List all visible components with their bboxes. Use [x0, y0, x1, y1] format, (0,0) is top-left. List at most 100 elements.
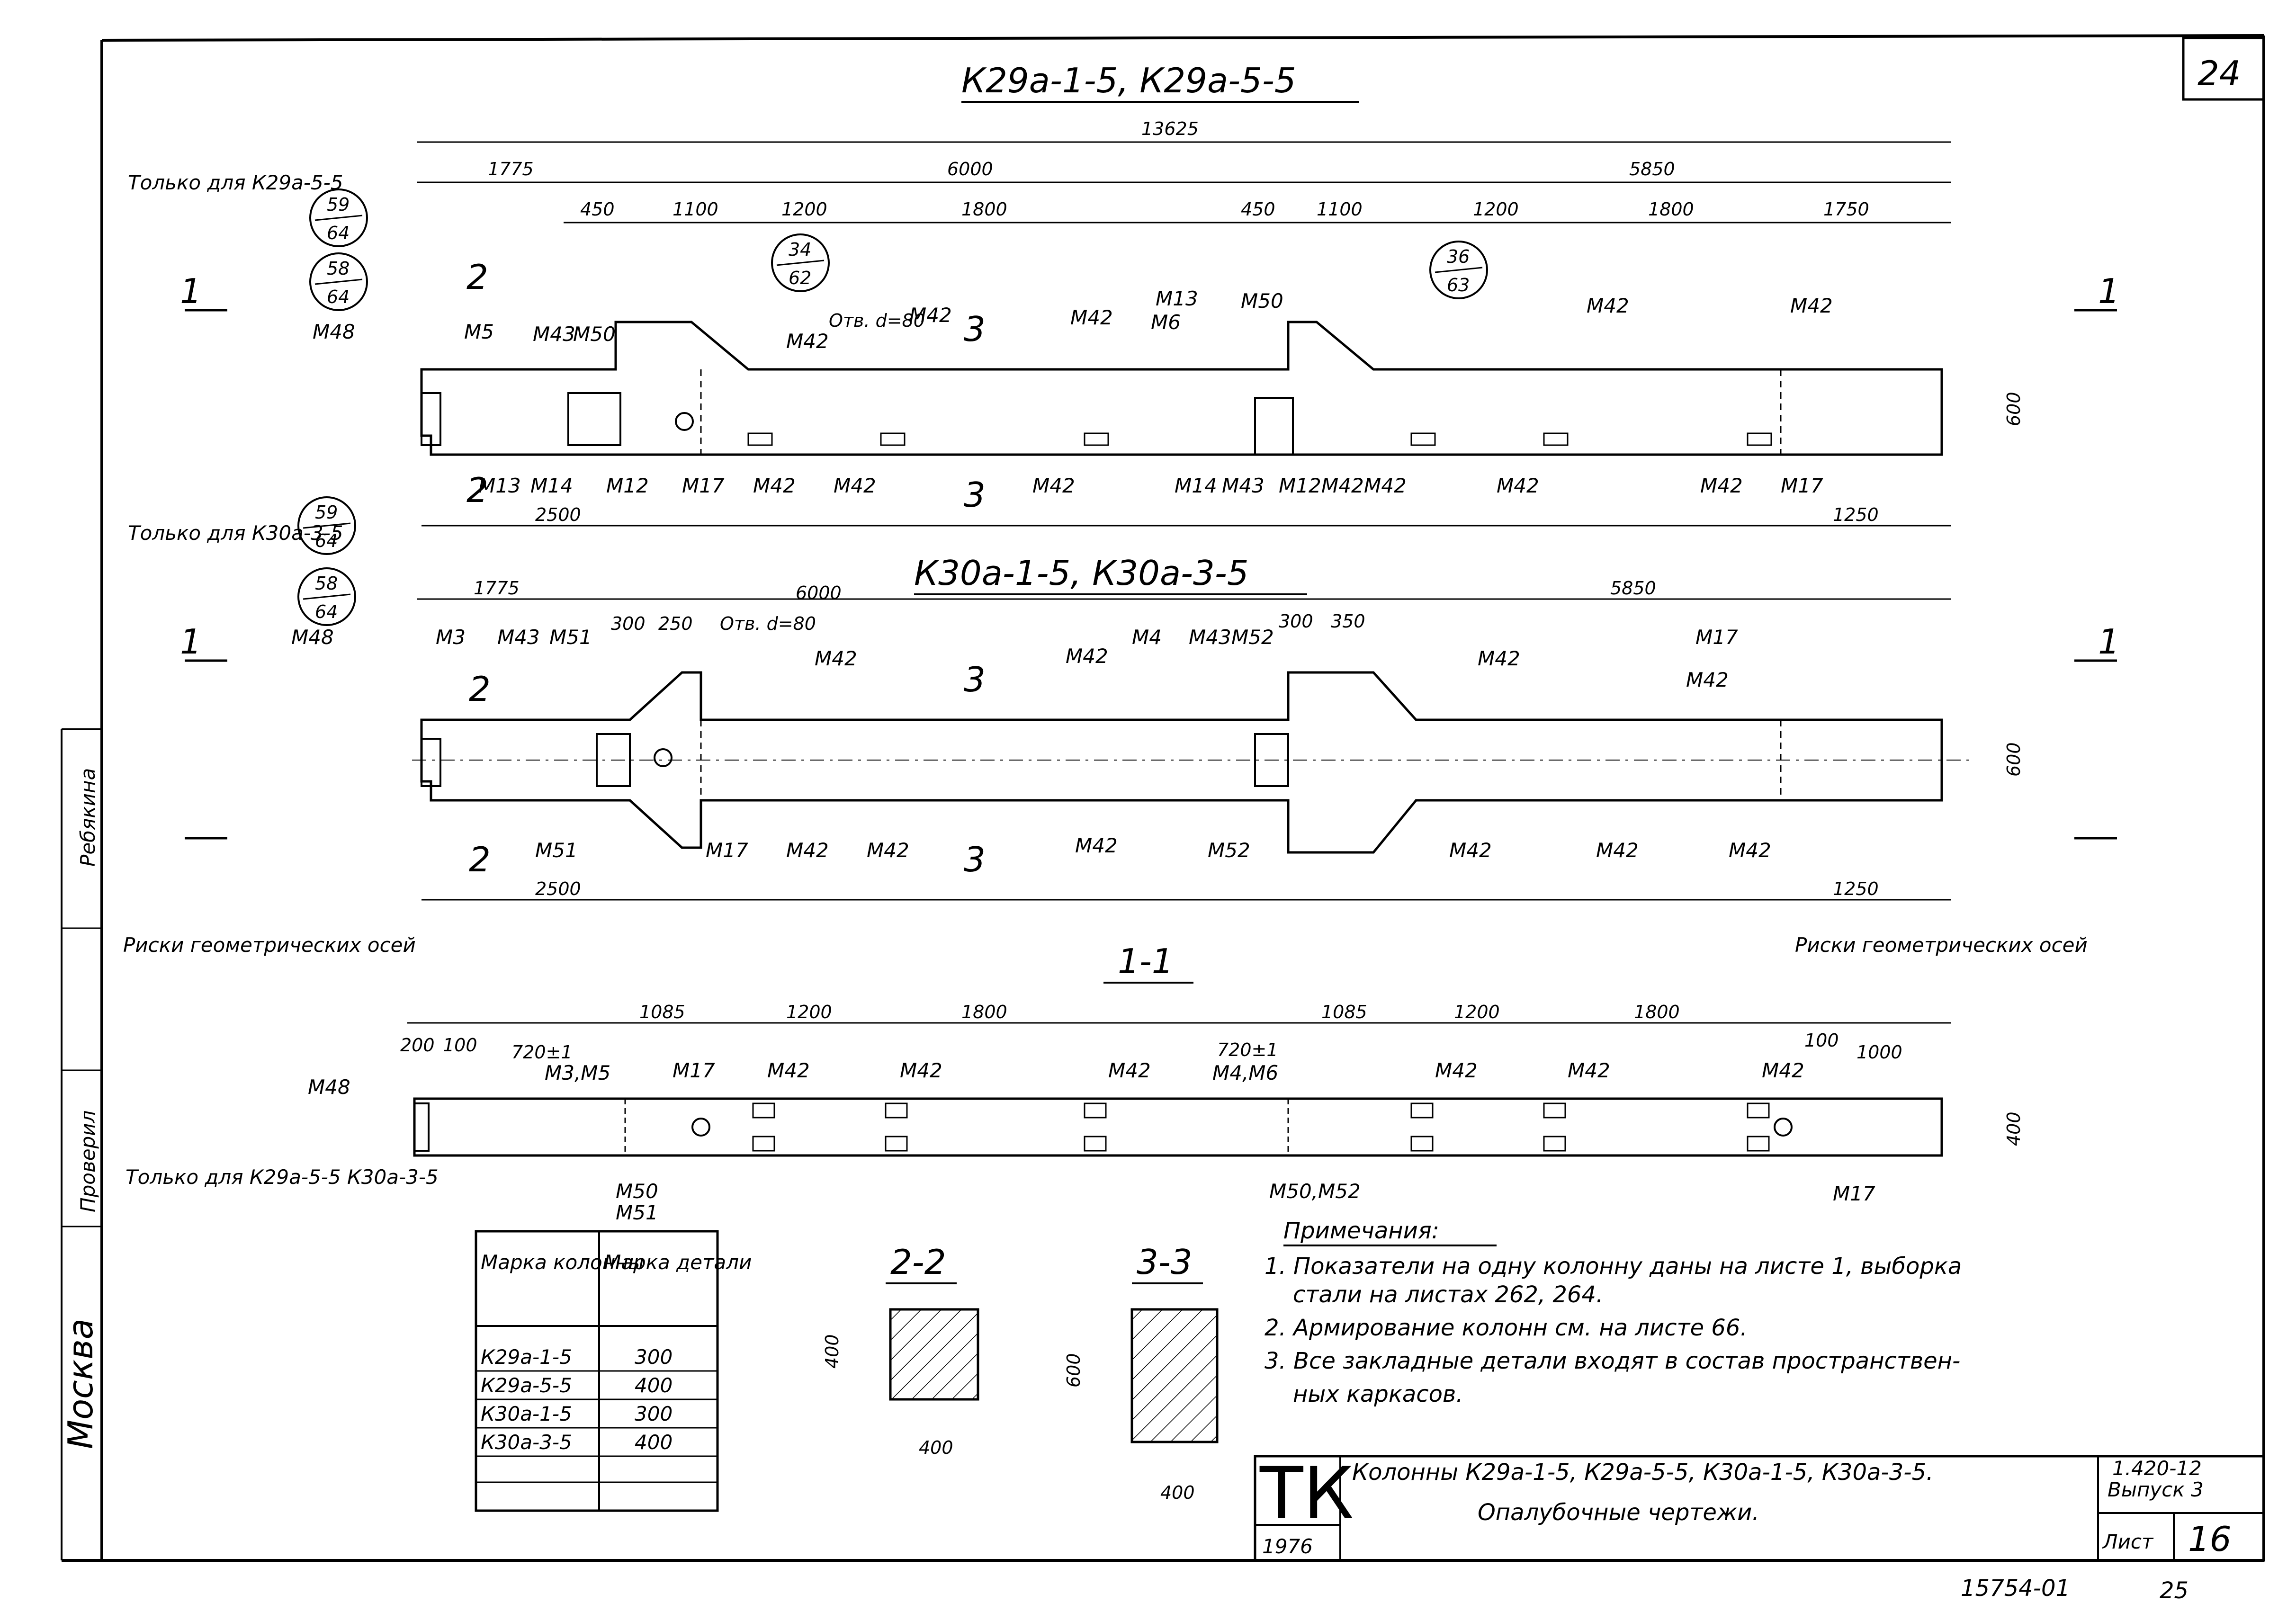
svg-text:63: 63 — [1447, 275, 1470, 296]
note-line: 2. Армирование колонн см. на листе 66. — [1265, 1315, 1748, 1341]
top-sub-5: 450 — [1241, 199, 1275, 220]
top-only-for: Только для К29а-5-5 — [128, 171, 343, 194]
margin-label-2: Проверил — [76, 1110, 99, 1212]
mid-small-300: 300 — [611, 613, 646, 634]
top-mark: М42 — [786, 330, 829, 353]
top-sub-9: 1750 — [1823, 199, 1869, 220]
section-3-3-title: 3-3 — [1137, 1242, 1193, 1282]
top-mark: М13 — [1156, 287, 1198, 310]
s11-mark: М3,М5 — [545, 1061, 610, 1084]
note-line: ных каркасов. — [1293, 1381, 1463, 1407]
top-cut-label: 3 — [964, 475, 986, 515]
middle-only-for: Только для К30а-3-5 — [128, 521, 343, 545]
s11-dim: 100 — [443, 1035, 477, 1056]
top-dim-1775: 1775 — [488, 159, 534, 179]
mid-mark: М51 — [549, 626, 592, 649]
top-bottom-dim-1250: 1250 — [1833, 504, 1879, 525]
top-mark: М17 — [682, 474, 725, 497]
top-mark: М42 — [1321, 474, 1364, 497]
s11-mark: М50 — [616, 1180, 658, 1203]
notes-title: Примечания: — [1283, 1218, 1439, 1244]
top-callout-3: 34 62 — [771, 233, 830, 292]
s11-mark: М42 — [1568, 1059, 1610, 1082]
top-dim-6000: 6000 — [947, 159, 993, 179]
s11-mark: М50,М52 — [1269, 1180, 1361, 1203]
bottom-left-number: 15754-01 — [1961, 1575, 2070, 1602]
top-cut-label: 3 — [964, 309, 986, 349]
mid-mark: М42 — [815, 647, 857, 670]
s11-mark: М42 — [767, 1059, 810, 1082]
margin-label-3: Москва — [61, 1318, 100, 1449]
s11-mark: М42 — [900, 1059, 942, 1082]
top-sub-1: 450 — [580, 199, 615, 220]
top-mark: М43 — [1222, 474, 1265, 497]
top-mark: М13 — [478, 474, 521, 497]
top-cut-label: 2 — [466, 470, 488, 510]
top-mark: М42 — [1700, 474, 1743, 497]
s11-dim: 1000 — [1857, 1042, 1902, 1063]
top-hole-label: Отв. d=80 — [829, 310, 925, 331]
stamp-title-2: Опалубочные чертежи. — [1478, 1499, 1759, 1526]
s11-dim: 720±1 — [1217, 1039, 1278, 1060]
top-overall-dim: 13625 — [1141, 118, 1199, 139]
s11-dim: 100 — [1804, 1030, 1839, 1051]
svg-text:59: 59 — [315, 502, 338, 523]
top-mark: М50 — [1241, 289, 1283, 313]
top-callout-2: 58 64 — [309, 252, 368, 311]
top-height-dim: 600 — [2003, 392, 2024, 426]
mid-cut-label: 3 — [964, 840, 986, 879]
mid-cut-label: 1 — [180, 622, 202, 662]
top-callout-4: 36 63 — [1429, 241, 1488, 299]
mid-mark: М17 — [1695, 626, 1738, 649]
top-mark: М6 — [1151, 311, 1181, 334]
top-mark: М48 — [313, 320, 355, 343]
s11-mark: М42 — [1762, 1059, 1804, 1082]
svg-text:36: 36 — [1447, 246, 1470, 267]
top-sub-6: 1100 — [1317, 199, 1363, 220]
mid-height-dim: 600 — [2003, 742, 2024, 777]
mid-mark: М42 — [1596, 839, 1639, 862]
mid-mark: М42 — [1449, 839, 1492, 862]
stamp-title-1: Колонны К29а-1-5, К29а-5-5, К30а-1-5, К3… — [1352, 1459, 1933, 1486]
top-view: К29а-1-5, К29а-5-5 Только для К29а-5-5 1… — [128, 61, 2120, 527]
top-sub-3: 1200 — [781, 199, 827, 220]
mid-mark: М43 — [1189, 626, 1231, 649]
mid-cut-label: 1 — [2098, 622, 2120, 662]
mid-cut-label: 2 — [469, 840, 491, 879]
top-sub-4: 1800 — [961, 199, 1007, 220]
top-mark: М42 — [834, 474, 876, 497]
top-view-title: К29а-1-5, К29а-5-5 — [961, 61, 1296, 100]
notes: Примечания: 1. Показатели на одну колонн… — [1265, 1218, 1962, 1407]
stamp-org: ТК — [1259, 1452, 1354, 1535]
section-1-1-title: 1-1 — [1118, 941, 1174, 981]
mid-small-300b: 300 — [1279, 611, 1313, 632]
mid-cut-label: 3 — [964, 660, 986, 699]
s11-mark: М42 — [1435, 1059, 1478, 1082]
mid-mark: М51 — [535, 839, 578, 862]
stamp-sheet-label: Лист — [2102, 1530, 2154, 1553]
mid-mark: М17 — [706, 839, 748, 862]
s11-mark: М17 — [1833, 1182, 1875, 1205]
s11-dim-400: 400 — [2003, 1111, 2024, 1146]
s11-dim: 1085 — [1321, 1002, 1367, 1022]
note-line: 3. Все закладные детали входят в состав … — [1265, 1348, 1960, 1374]
top-mark: М42 — [1497, 474, 1539, 497]
s22-h: 400 — [822, 1334, 843, 1369]
mid-mark: М3 — [436, 626, 466, 649]
table-cell: 400 — [635, 1374, 673, 1397]
svg-text:59: 59 — [327, 194, 350, 215]
mid-mark: М43 — [497, 626, 540, 649]
table-cell: К29а-5-5 — [481, 1374, 572, 1397]
top-mark: М14 — [530, 474, 573, 497]
svg-text:64: 64 — [315, 530, 338, 551]
svg-text:34: 34 — [789, 239, 811, 260]
svg-text:62: 62 — [789, 268, 811, 288]
top-mark: М42 — [753, 474, 796, 497]
top-cut-label: 1 — [180, 271, 202, 311]
top-mark: М42 — [1364, 474, 1407, 497]
svg-text:64: 64 — [327, 223, 350, 243]
table-cell: 400 — [635, 1431, 673, 1454]
table-cell: К30а-1-5 — [481, 1402, 572, 1425]
mid-mark: М42 — [1729, 839, 1771, 862]
